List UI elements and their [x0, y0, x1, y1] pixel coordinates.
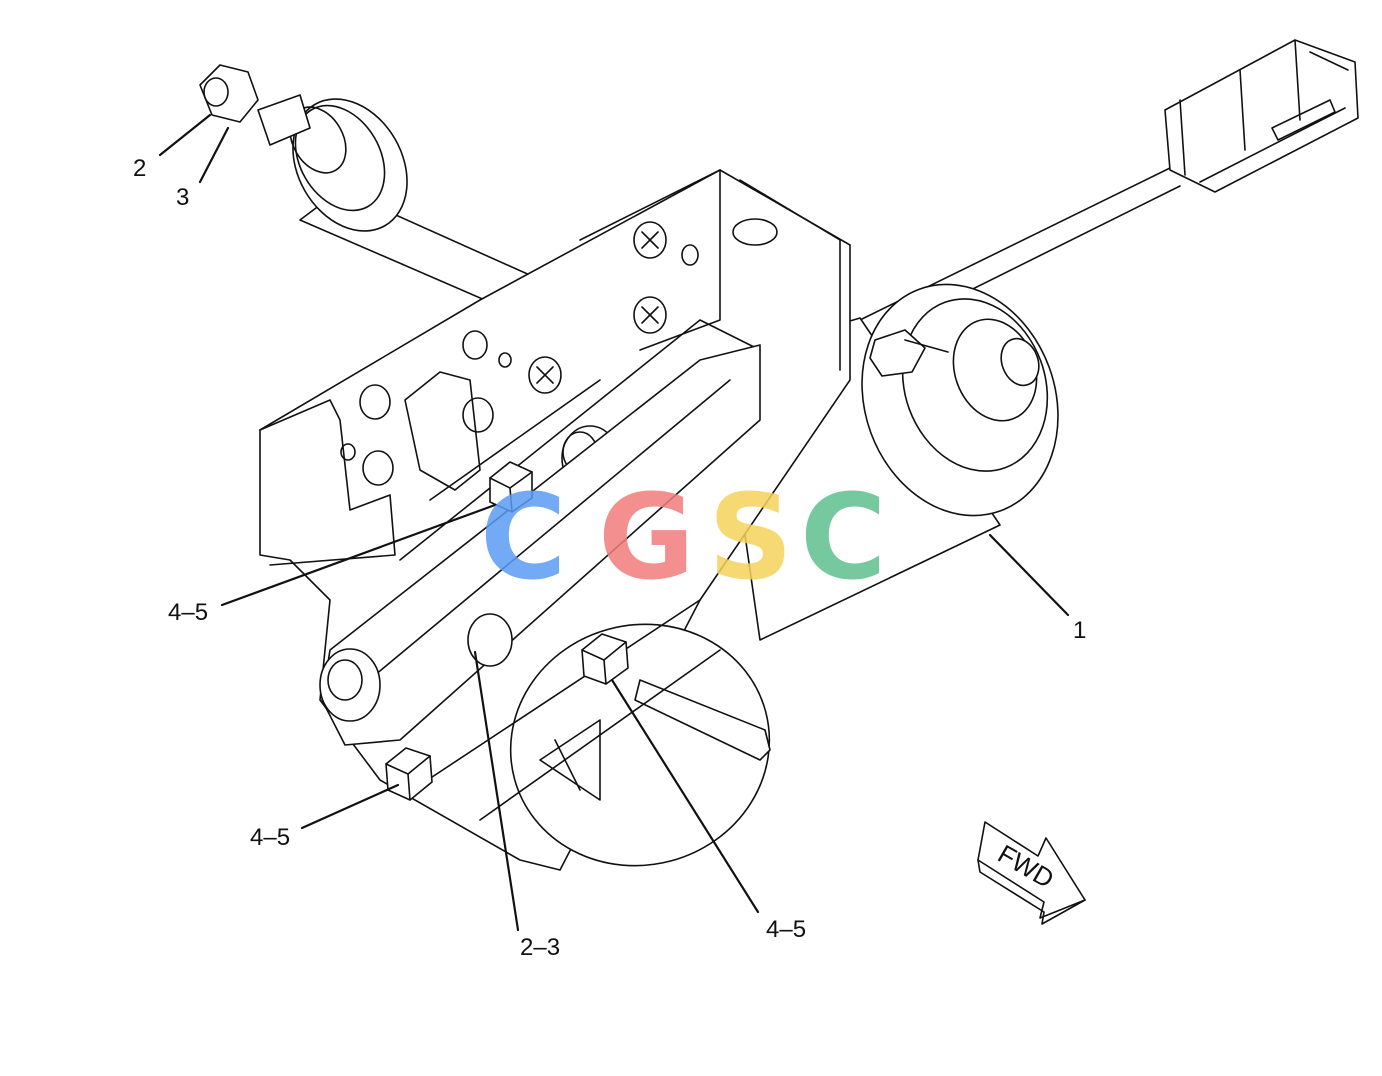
leader-lines — [158, 113, 1070, 932]
watermark-letter-c1: C — [480, 468, 567, 606]
callout-4-5-upper: 4–5 — [168, 599, 208, 626]
lever-arm — [319, 344, 771, 867]
forward-direction-arrow: FWD — [977, 821, 1086, 925]
watermark-letter-c2: C — [800, 468, 887, 606]
bolt-upper-left — [489, 461, 533, 513]
cgsc-watermark: C G S C — [480, 468, 887, 606]
callout-2: 2 — [133, 155, 146, 182]
callout-2-3: 2–3 — [520, 934, 560, 961]
watermark-letter-s: S — [708, 468, 793, 606]
callout-1: 1 — [1073, 617, 1086, 644]
callout-4-5-lower-right: 4–5 — [766, 916, 806, 943]
bolt-lower-center — [581, 633, 629, 685]
watermark-letter-g: G — [598, 468, 695, 606]
callout-3: 3 — [176, 184, 189, 211]
callout-4-5-lower-left: 4–5 — [250, 824, 290, 851]
callout-labels: 1 2 3 4–5 4–5 2–3 4–5 — [133, 155, 1086, 961]
